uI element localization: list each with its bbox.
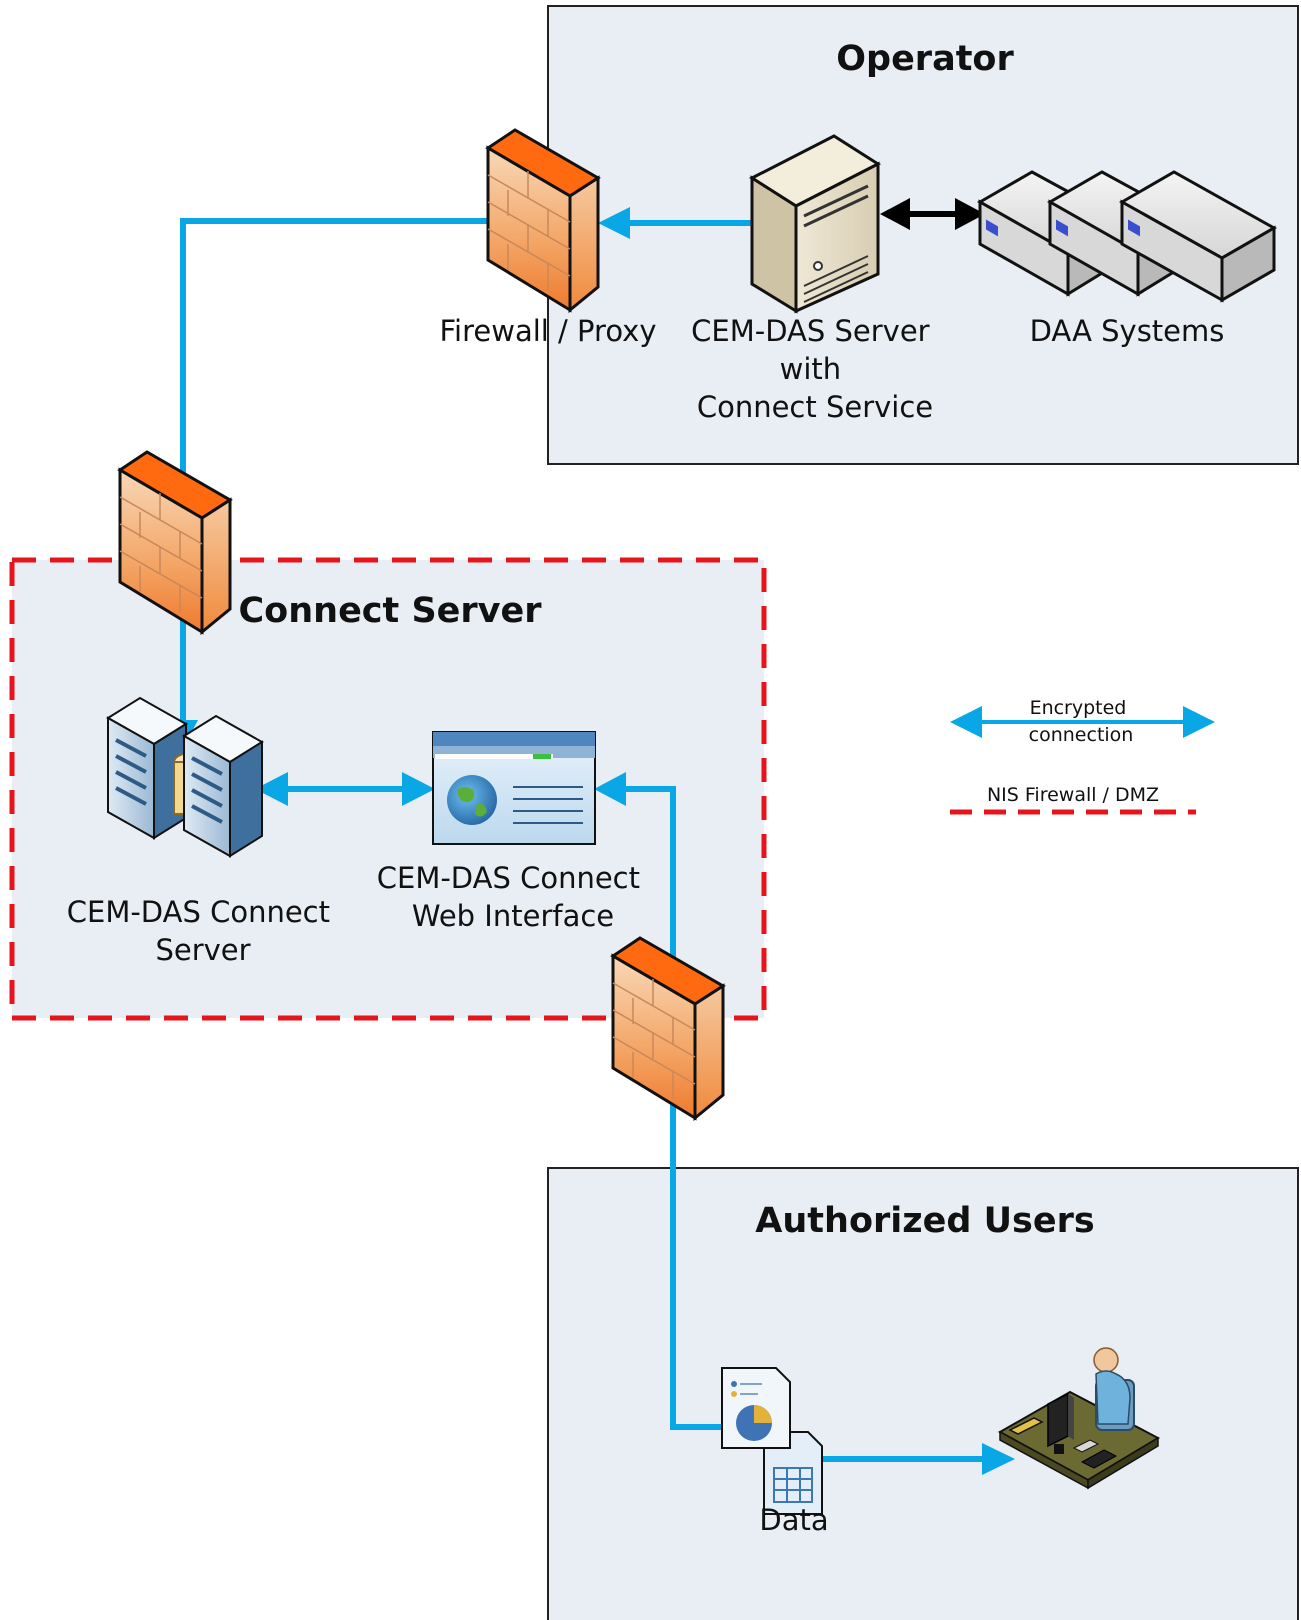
firewall-icon [117, 450, 233, 636]
legend-encrypted-label: Encrypted connection [1029, 697, 1134, 746]
connection-data-to-user [820, 1443, 1015, 1475]
server-cluster-icon [106, 696, 264, 858]
legend-encrypted-connection: Encrypted connection [950, 697, 1215, 746]
firewall-icon [485, 128, 601, 314]
connection-data-to-web [594, 772, 728, 1430]
legend-nis-firewall-dmz: NIS Firewall / DMZ [950, 784, 1196, 815]
user-at-desk-icon [997, 1347, 1161, 1490]
legend-nis-firewall-label: NIS Firewall / DMZ [987, 784, 1159, 806]
firewall-proxy-label: Firewall / Proxy [439, 314, 656, 348]
firewall-icon [610, 936, 726, 1122]
daa-system-box-icon [1118, 170, 1278, 303]
server-tower-icon [748, 134, 882, 314]
daa-systems-label: DAA Systems [1030, 314, 1225, 348]
connection-server-daa [880, 198, 985, 230]
authorized-users-title: Authorized Users [755, 1201, 1094, 1241]
operator-title: Operator [836, 39, 1014, 79]
connection-connect-server-web [255, 772, 435, 806]
web-interface-label: CEM-DAS Connect Web Interface [377, 861, 649, 933]
connection-server-to-proxy [598, 207, 752, 239]
cem-das-server-label: CEM-DAS Server with Connect Service [691, 314, 939, 424]
connect-server-title: Connect Server [239, 591, 543, 631]
data-documents-icon [721, 1367, 823, 1515]
data-label: Data [759, 1503, 828, 1537]
web-interface-icon [432, 731, 596, 845]
connect-server-label: CEM-DAS Connect Server [67, 895, 339, 967]
legend: Encrypted connection NIS Firewall / DMZ [950, 697, 1215, 815]
